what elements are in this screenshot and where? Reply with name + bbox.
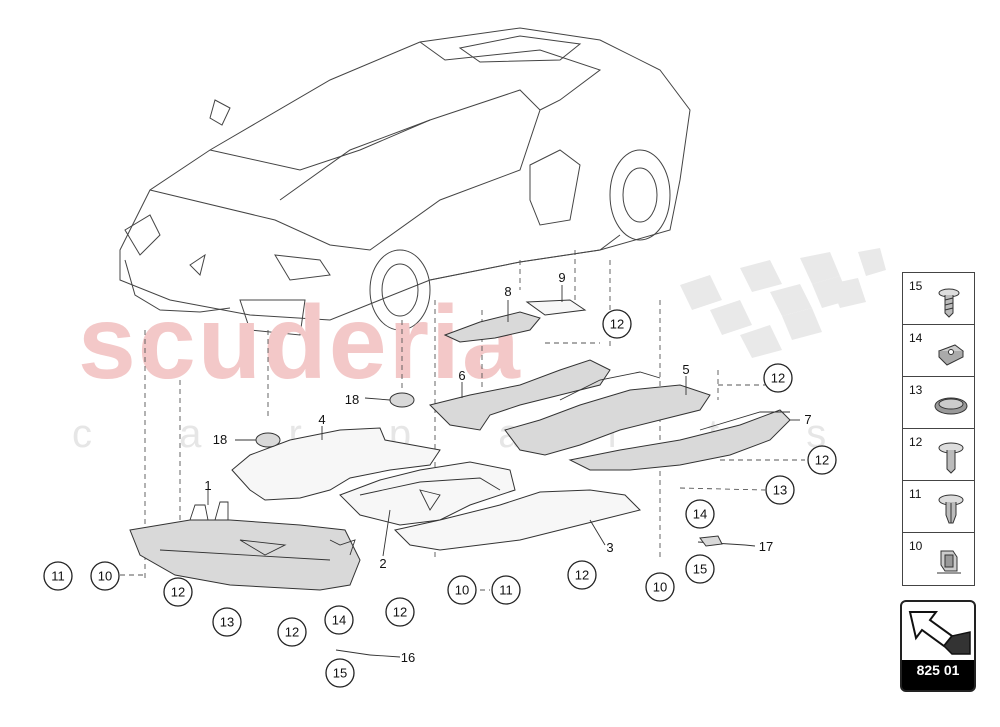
svg-text:11: 11: [499, 583, 513, 598]
callout-13b: 13: [765, 475, 795, 505]
svg-text:15: 15: [333, 666, 347, 681]
heat-shield-8: [443, 311, 541, 343]
rivet-icon: [938, 442, 964, 474]
part-label-6: 6: [458, 368, 465, 383]
svg-text:13: 13: [220, 615, 234, 630]
grommet-icon: [934, 397, 968, 415]
screw-icon: [938, 288, 960, 318]
part-label-2: 2: [379, 556, 386, 571]
legend-number: 13: [909, 383, 923, 397]
part-label-4: 4: [318, 412, 325, 427]
svg-text:12: 12: [171, 585, 185, 600]
heat-shield-9: [525, 299, 587, 316]
left-floor-panel: [231, 427, 441, 501]
svg-text:12: 12: [815, 453, 829, 468]
part-label-16: 16: [401, 650, 415, 665]
reference-box: 825 01: [900, 600, 976, 692]
svg-text:11: 11: [51, 569, 65, 584]
callout-15b: 15: [685, 554, 715, 584]
legend-number: 12: [909, 435, 923, 449]
clip-nut-icon: [938, 344, 964, 366]
svg-text:13: 13: [773, 483, 787, 498]
callout-12g: 12: [602, 309, 632, 339]
callout-12f: 12: [763, 363, 793, 393]
svg-text:12: 12: [393, 605, 407, 620]
reference-code: 825 01: [916, 662, 960, 678]
strip-16: [335, 649, 371, 656]
svg-text:10: 10: [98, 569, 112, 584]
legend-row-10: 10: [903, 533, 974, 585]
callout-10c: 10: [645, 572, 675, 602]
svg-text:12: 12: [610, 317, 624, 332]
callout-10b: 10: [447, 575, 477, 605]
svg-text:12: 12: [285, 625, 299, 640]
strip-17: [697, 535, 746, 547]
callout-13a: 13: [212, 607, 242, 637]
car-illustration: [119, 27, 691, 336]
svg-text:12: 12: [575, 568, 589, 583]
front-underbody-shield: [129, 501, 361, 591]
part-label-18b: 18: [345, 392, 359, 407]
rear-right-shield: [568, 409, 791, 471]
callout-11a: 11: [43, 561, 73, 591]
legend-row-15: 15: [903, 273, 974, 325]
svg-text:14: 14: [332, 613, 346, 628]
rear-center-shield: [504, 371, 711, 456]
svg-text:12: 12: [771, 371, 785, 386]
svg-text:15: 15: [693, 562, 707, 577]
legend-row-14: 14: [903, 325, 974, 377]
watermark-brand: scuderia: [78, 285, 522, 401]
callout-12b: 12: [277, 617, 307, 647]
rear-left-shield: [429, 359, 611, 431]
callout-11b: 11: [491, 575, 521, 605]
part-label-8: 8: [504, 284, 511, 299]
callout-12a: 12: [163, 577, 193, 607]
part-label-3: 3: [606, 540, 613, 555]
part-label-5: 5: [682, 362, 689, 377]
part-label-17: 17: [759, 539, 773, 554]
svg-text:14: 14: [693, 507, 707, 522]
legend-number: 15: [909, 279, 923, 293]
right-floor-panel: [394, 489, 641, 551]
callout-10a: 10: [90, 561, 120, 591]
svg-text:10: 10: [653, 580, 667, 595]
callout-12d: 12: [567, 560, 597, 590]
grommets-18: [255, 392, 415, 448]
arrow-icon: [908, 611, 971, 655]
part-label-1: 1: [204, 478, 211, 493]
callout-15a: 15: [325, 658, 355, 688]
callout-12e: 12: [807, 445, 837, 475]
part-label-9: 9: [558, 270, 565, 285]
legend-number: 14: [909, 331, 923, 345]
callout-14b: 14: [685, 499, 715, 529]
part-label-18a: 18: [213, 432, 227, 447]
leader-lines: [207, 285, 800, 658]
spring-clip-icon: [937, 550, 961, 574]
callout-14a: 14: [324, 605, 354, 635]
svg-text:10: 10: [455, 583, 469, 598]
legend-number: 11: [909, 487, 922, 501]
legend-row-13: 13: [903, 377, 974, 429]
legend-row-11: 11: [903, 481, 974, 533]
legend-number: 10: [909, 539, 923, 553]
push-rivet-icon: [938, 494, 964, 524]
part-label-7: 7: [804, 412, 811, 427]
checkered-flag-watermark: [680, 248, 886, 358]
fastener-legend: 15 14 13 12 11: [902, 272, 975, 586]
legend-row-12: 12: [903, 429, 974, 481]
callout-12c: 12: [385, 597, 415, 627]
center-panel: [339, 461, 516, 526]
reference-arrow-area: [902, 602, 974, 660]
